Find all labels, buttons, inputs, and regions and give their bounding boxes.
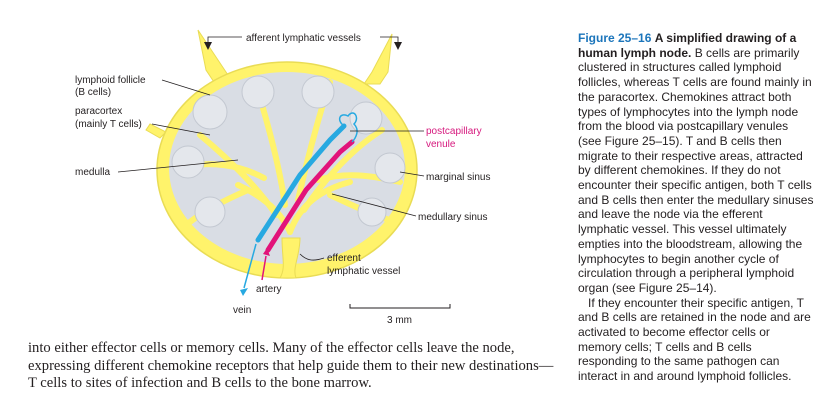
postcapillary-venule <box>338 112 358 143</box>
label-paracortex: paracortex <box>75 106 122 117</box>
scale-bar <box>349 304 451 309</box>
caption-heading: A simplified drawing of a human lymph no… <box>578 31 797 60</box>
label-efferent: efferent <box>327 253 361 264</box>
label-efferent-vessel: lymphatic vessel <box>327 266 400 277</box>
figure-caption: Figure 25–16 A simplified drawing of a h… <box>578 31 814 384</box>
vein-arrow <box>243 243 257 289</box>
caption-paragraph-1: B cells are primarily clustered in struc… <box>578 45 814 295</box>
label-artery: artery <box>256 284 282 295</box>
label-marginal-sinus: marginal sinus <box>426 172 490 183</box>
label-venule: venule <box>426 139 456 150</box>
body-text: into either effector cells or memory cel… <box>28 340 554 392</box>
artery-vessel <box>265 139 355 253</box>
artery-arrowhead <box>263 248 270 256</box>
label-medulla: medulla <box>75 167 110 178</box>
scale-label: 3 mm <box>387 315 412 326</box>
label-postcapillary: postcapillary <box>426 126 482 137</box>
node-tissue <box>169 72 405 264</box>
lymph-node-diagram: afferent lymphatic vessels lymphoid foll… <box>75 29 490 326</box>
artery-arrow <box>261 255 267 281</box>
efferent-vessel <box>279 237 301 279</box>
label-medullary-sinus: medullary sinus <box>418 212 487 223</box>
caption-figure-number: Figure 25–16 <box>578 31 652 45</box>
vein-vessel <box>255 123 347 243</box>
label-t-cells: (mainly T cells) <box>75 119 142 130</box>
label-b-cells: (B cells) <box>75 87 111 98</box>
label-vein: vein <box>233 305 251 316</box>
label-lymphoid-follicle: lymphoid follicle <box>75 75 146 86</box>
label-afferent: afferent lymphatic vessels <box>246 33 361 44</box>
leader-lines <box>117 36 425 261</box>
vein-arrowhead <box>240 288 248 296</box>
caption-paragraph-2: If they encounter their specific antigen… <box>578 295 811 384</box>
